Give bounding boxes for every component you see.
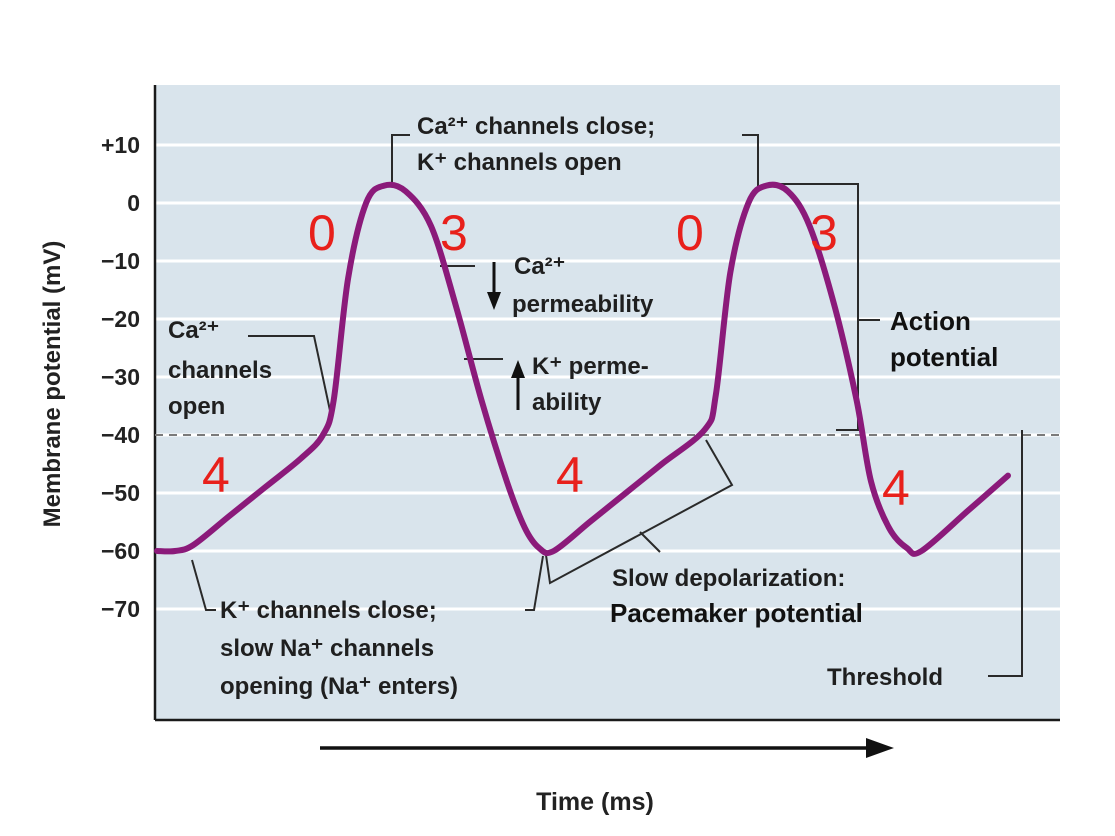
annotation-k-perm-line1: K⁺ perme-	[532, 353, 649, 380]
phase-label-3-second: 3	[810, 205, 838, 261]
plot-background	[155, 85, 1060, 720]
leader-k-close-left	[191, 559, 216, 611]
time-arrow-icon	[320, 738, 894, 758]
annotation-action-line1: Action	[890, 306, 971, 336]
leader-k-close-right	[525, 555, 544, 611]
annotation-k-perm-line2: ability	[532, 389, 602, 416]
phase-label-3-first: 3	[440, 205, 468, 261]
y-tick-label: +10	[101, 132, 140, 158]
annotation-k-close-line1: K⁺ channels close;	[220, 597, 437, 624]
annotation-ca-open-line2: channels	[168, 357, 272, 384]
down-arrow-icon	[487, 262, 501, 310]
y-tick-label: −30	[101, 364, 140, 390]
y-tick-label: −10	[101, 248, 140, 274]
y-tick-label: −50	[101, 480, 140, 506]
annotation-slow-depolarization: Slow depolarization:	[612, 565, 845, 592]
annotation-action-line2: potential	[890, 342, 998, 372]
phase-label-0-first: 0	[308, 205, 336, 261]
leader-threshold	[988, 430, 1023, 677]
leader-ca-close	[391, 134, 410, 186]
annotation-ca-perm-line1: Ca²⁺	[514, 253, 565, 280]
phase-label-4-first: 4	[202, 447, 230, 503]
leader-ca-close-right	[742, 134, 759, 186]
annotation-ca-close-line2: K⁺ channels open	[417, 149, 622, 176]
x-axis-label: Time (ms)	[536, 788, 654, 816]
annotation-pacemaker-potential: Pacemaker potential	[610, 598, 863, 628]
membrane-potential-curve	[154, 181, 1011, 557]
annotation-threshold: Threshold	[827, 664, 943, 691]
y-tick-label: −20	[101, 306, 140, 332]
annotation-ca-open-line1: Ca²⁺	[168, 317, 219, 344]
y-tick-label: −70	[101, 596, 140, 622]
leader-pacemaker	[639, 531, 661, 553]
y-tick-labels: +10 0 −10 −20 −30 −40 −50 −60 −70	[101, 132, 140, 622]
y-tick-label: −60	[101, 538, 140, 564]
annotation-ca-perm-line2: permeability	[512, 291, 654, 318]
annotation-ca-close-line1: Ca²⁺ channels close;	[417, 113, 655, 140]
up-arrow-icon	[511, 360, 525, 410]
phase-label-4-second: 4	[556, 447, 584, 503]
phase-label-0-second: 0	[676, 205, 704, 261]
y-axis-label: Membrane potential (mV)	[39, 241, 66, 528]
phase-label-4-third: 4	[882, 460, 910, 516]
y-tick-label: −40	[101, 422, 140, 448]
y-tick-label: 0	[127, 190, 140, 216]
leader-ca-open	[248, 335, 333, 421]
bracket-action-potential	[776, 183, 859, 431]
annotation-k-close-line2: slow Na⁺ channels	[220, 635, 434, 662]
annotation-k-close-line3: opening (Na⁺ enters)	[220, 673, 458, 700]
annotation-ca-open-line3: open	[168, 393, 225, 420]
